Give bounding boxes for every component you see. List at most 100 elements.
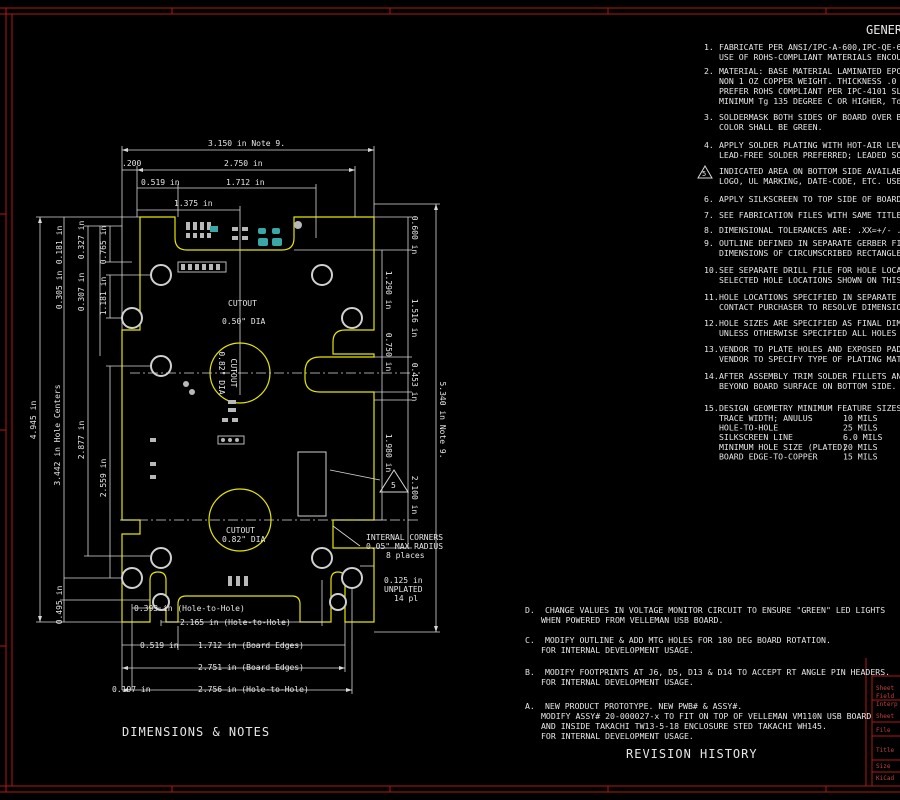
dim-bot-0393: 0.393 in (Hole-to-Hole): [134, 604, 245, 613]
mounting-hole: [341, 307, 363, 329]
dim-right-0600: 0.600 in: [410, 216, 419, 255]
geometry-value: 10 MILS: [843, 413, 878, 423]
general-note-line: LEAD-FREE SOLDER PREFERRED; LEADED SO: [719, 150, 900, 160]
dimension-labels: 3.150 in Note 9. 2.750 in .200 0.519 in …: [112, 139, 309, 694]
dim-left-3442: 3.442 in Hole Centers: [53, 384, 62, 485]
hole-note-3: 14 pl: [394, 594, 418, 603]
dim-left-0765: 0.765 in: [99, 226, 108, 265]
geometry-label: BOARD EDGE-TO-COPPER: [719, 451, 818, 461]
general-note-line: LOGO, UL MARKING, DATE-CODE, ETC. USE: [719, 176, 900, 186]
general-note-line: SOLDERMASK BOTH SIDES OF BOARD OVER B: [719, 112, 900, 122]
title-block: Sheet Field Interp Sheet File Title Size…: [865, 658, 900, 787]
general-note-num: 14.: [704, 371, 719, 381]
dim-top-0519: 0.519 in: [141, 178, 180, 187]
general-note-line: OUTLINE DEFINED IN SEPARATE GERBER FILE: [719, 238, 900, 248]
general-note-line: DIMENSIONAL TOLERANCES ARE: .XX=+/- .0: [719, 225, 900, 235]
general-note-line: USE OF ROHS-COMPLIANT MATERIALS ENCOU: [719, 52, 900, 62]
revision-line: MODIFY ASSY# 20-000027-x TO FIT ON TOP O…: [541, 711, 871, 721]
revision-letter: D.: [525, 605, 535, 615]
dim-bot-2165: 2.165 in (Hole-to-Hole): [180, 618, 291, 627]
general-note-num: 1.: [704, 42, 714, 52]
mounting-hole: [152, 593, 170, 611]
general-note-line: APPLY SILKSCREEN TO TOP SIDE OF BOARD: [719, 194, 900, 204]
general-note-line: APPLY SOLDER PLATING WITH HOT-AIR LEVE: [719, 140, 900, 150]
revision-line: CHANGE VALUES IN VOLTAGE MONITOR CIRCUIT…: [545, 605, 885, 615]
general-note-num: 3.: [704, 112, 714, 122]
general-note-line: UNLESS OTHERWISE SPECIFIED ALL HOLES T: [719, 328, 900, 338]
tb-line-2: Field: [876, 693, 894, 700]
revision-line: AND INSIDE TAKACHI TW13-5-18 ENCLOSURE S…: [541, 721, 827, 731]
revision-line: FOR INTERNAL DEVELOPMENT USAGE.: [541, 731, 694, 741]
general-note-num: 9.: [704, 238, 714, 248]
general-note-num: 2.: [704, 66, 714, 76]
dim-left-2559: 2.559 in: [99, 459, 108, 498]
cutout-top-h-label: CUTOUT: [228, 299, 257, 308]
note5-list-marker-icon: [697, 165, 713, 179]
dim-right-1516: 1.516 in: [410, 299, 419, 338]
tb-line-6: Title: [876, 747, 894, 754]
tb-line-3: Interp: [876, 701, 898, 708]
mounting-hole: [150, 547, 172, 569]
general-note-line: DIMENSIONS OF CIRCUMSCRIBED RECTANGLE: [719, 248, 900, 258]
general-note-num: 5: [702, 170, 706, 178]
geometry-label: MINIMUM HOLE SIZE (PLATED): [719, 442, 847, 452]
revision-letter: C.: [525, 635, 535, 645]
cutout-bottom-label: CUTOUT: [226, 526, 255, 535]
dim-right-1290: 1.290 in: [384, 271, 393, 310]
geometry-value: 25 MILS: [843, 423, 878, 433]
internal-corners-3: 8 places: [386, 551, 425, 560]
dim-top-overall: 3.150 in Note 9.: [208, 139, 285, 148]
dim-left-0327: 0.327 in: [77, 221, 86, 260]
dim-left-2877: 2.877 in: [77, 421, 86, 460]
general-note-line: NON 1 OZ COPPER WEIGHT. THICKNESS .0: [719, 76, 897, 86]
tb-line-4: Sheet: [876, 713, 894, 720]
dim-bot-0519: 0.519 in: [140, 641, 179, 650]
general-note-line: HOLE LOCATIONS SPECIFIED IN SEPARATE OR: [719, 292, 900, 302]
hole-note-2: UNPLATED: [384, 585, 423, 594]
dim-top-200: .200: [122, 159, 141, 168]
cutout-top-v-label: CUTOUT: [229, 359, 238, 388]
dim-right-2100: 2.100 in: [410, 476, 419, 515]
drawing-title: DIMENSIONS & NOTES: [122, 725, 270, 739]
dim-right-0453: 0.453 in: [410, 363, 419, 402]
mounting-hole: [311, 264, 333, 286]
tb-line-1: Sheet: [876, 685, 894, 692]
general-note-num: 4.: [704, 140, 714, 150]
mounting-hole: [121, 567, 143, 589]
general-note-num: 10.: [704, 265, 719, 275]
tb-line-7: Size: [876, 763, 891, 770]
mounting-hole: [341, 567, 363, 589]
internal-corners-1: INTERNAL CORNERS: [366, 533, 443, 542]
dim-right-0750: 0.750 in: [384, 333, 393, 372]
dim-bot-2756: 2.756 in (Hole-to-Hole): [198, 685, 309, 694]
revision-line: MODIFY OUTLINE & ADD MTG HOLES FOR 180 D…: [545, 635, 831, 645]
component-pads-teal: [210, 226, 282, 246]
revision-line: WHEN POWERED FROM VELLEMAN USB BOARD.: [541, 615, 723, 625]
general-note-line: DESIGN GEOMETRY MINIMUM FEATURE SIZES:: [719, 403, 900, 413]
cutout-top-h-dia: 0.50" DIA: [222, 317, 266, 326]
general-note-line: FABRICATE PER ANSI/IPC-A-600,IPC-QE-6: [719, 42, 900, 52]
revision-line: FOR INTERNAL DEVELOPMENT USAGE.: [541, 645, 694, 655]
dim-left-0495: 0.495 in: [55, 586, 64, 625]
mounting-hole: [311, 547, 333, 569]
geometry-label: SILKSCREEN LINE: [719, 432, 793, 442]
general-note-line: HOLE SIZES ARE SPECIFIED AS FINAL DIMENS: [719, 318, 900, 328]
general-note-num: 13.: [704, 344, 719, 354]
dim-right-1980: 1.980 in: [384, 434, 393, 473]
dim-top-1712: 1.712 in: [226, 178, 265, 187]
general-note-num: 6.: [704, 194, 714, 204]
geometry-value: 20 MILS: [843, 442, 878, 452]
tb-line-8: KiCad: [876, 775, 894, 782]
dim-left-0305: 0.305 in: [55, 271, 64, 310]
general-note-line: MINIMUM Tg 135 DEGREE C OR HIGHER, Td: [719, 96, 900, 106]
dim-left-1181: 1.181 in: [99, 277, 108, 316]
dimension-arrows: [38, 148, 438, 692]
mounting-hole: [150, 355, 172, 377]
revision-line: NEW PRODUCT PROTOTYPE. NEW PWB# & ASSY#.: [545, 701, 742, 711]
dimension-labels-vertical: 4.945 in 3.442 in Hole Centers 0.181 in …: [29, 216, 447, 625]
dim-top-1375: 1.375 in: [174, 199, 213, 208]
general-note-num: 11.: [704, 292, 719, 302]
general-note-line: COLOR SHALL BE GREEN.: [719, 122, 823, 132]
general-note-line: SEE FABRICATION FILES WITH SAME TITLE OR: [719, 210, 900, 220]
